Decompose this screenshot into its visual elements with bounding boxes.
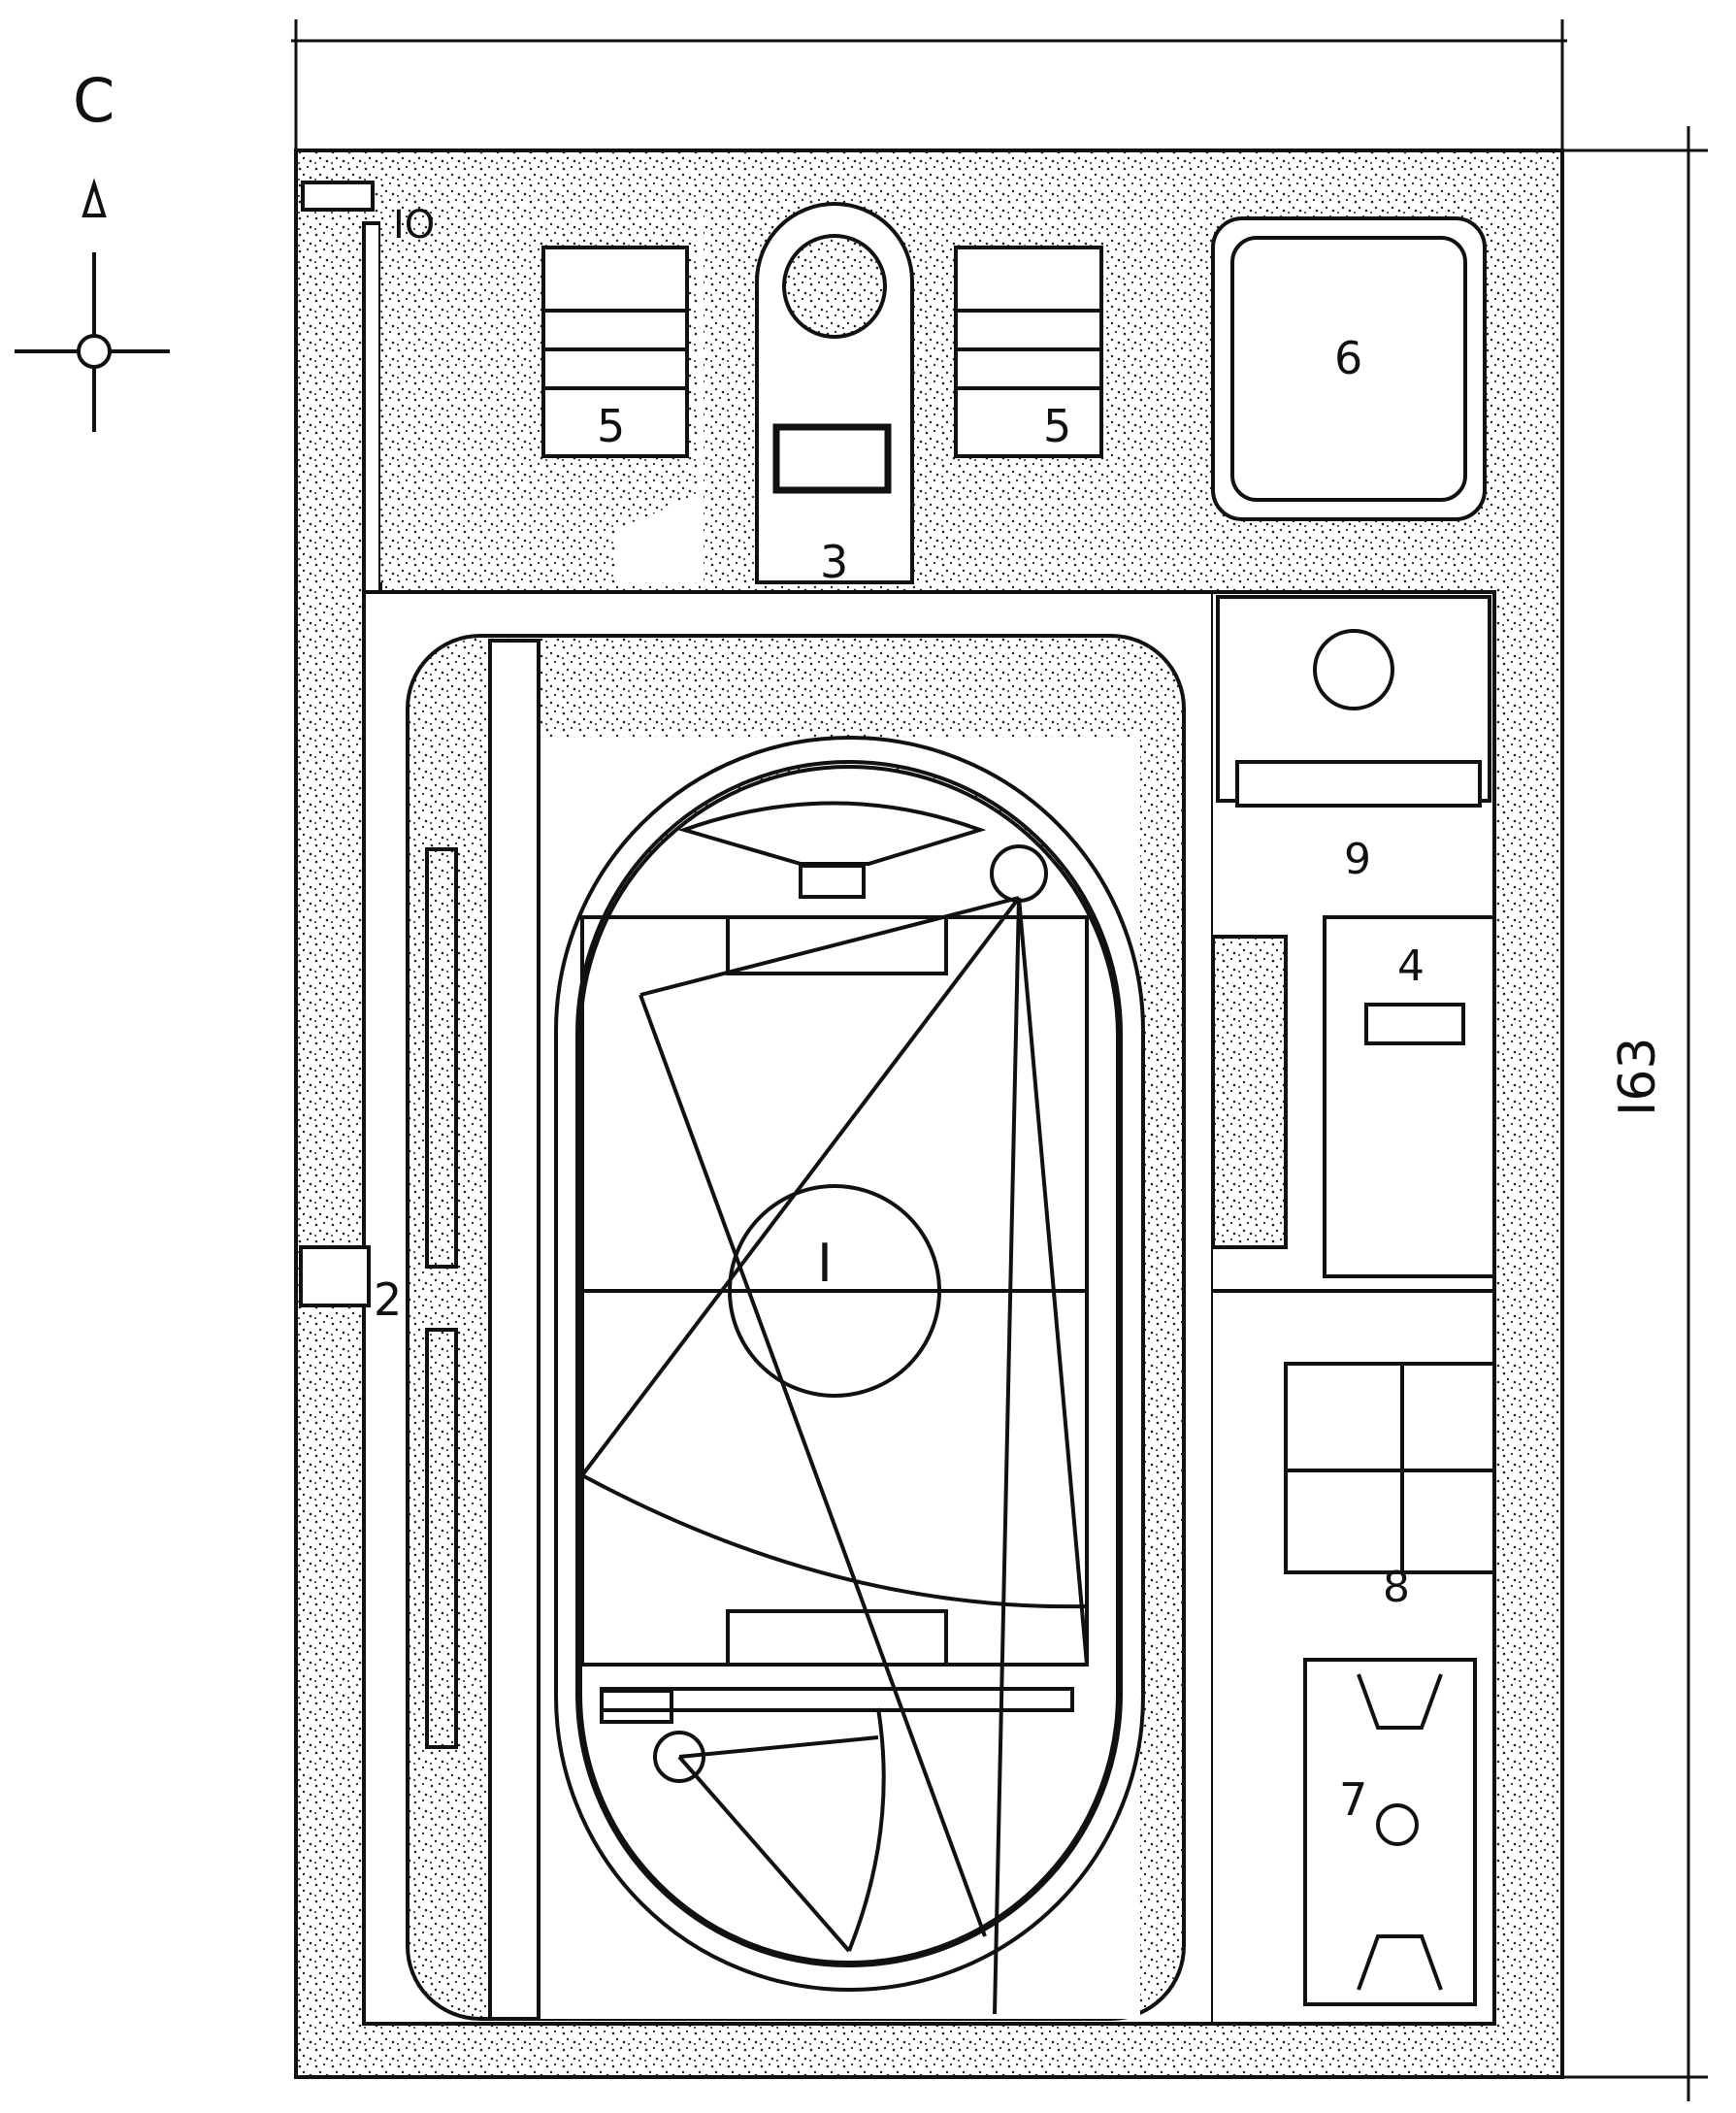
court-5-left xyxy=(541,246,689,458)
penalty-box-bottom xyxy=(726,1609,948,1667)
courts-8 xyxy=(1284,1362,1496,1574)
west-stand-south xyxy=(425,1328,458,1749)
north-label: С xyxy=(73,65,115,136)
west-stand-path xyxy=(488,639,540,2021)
label-entrance: 2 xyxy=(374,1273,402,1326)
block-4 xyxy=(1323,915,1496,1278)
building-3 xyxy=(772,423,892,494)
court-5-right xyxy=(954,246,1103,458)
label-building: 3 xyxy=(820,536,848,588)
label-court-5-right: 5 xyxy=(1043,400,1071,452)
throwing-sector-top xyxy=(677,801,987,866)
corner-structure-10 xyxy=(301,181,375,212)
dimension-label: I63 xyxy=(1609,1037,1667,1116)
label-court-5-left: 5 xyxy=(597,400,625,452)
label-corner: IO xyxy=(393,203,435,248)
label-pool: 6 xyxy=(1334,332,1362,384)
fountain xyxy=(782,234,887,339)
penalty-box-top xyxy=(726,915,948,975)
pool-6 xyxy=(1230,236,1467,502)
entrance-gap xyxy=(299,1245,371,1307)
throw-circle-bottom xyxy=(653,1731,705,1783)
label-basketball: 7 xyxy=(1339,1773,1367,1826)
label-field: I xyxy=(817,1233,833,1294)
basketball-centre xyxy=(1376,1803,1419,1846)
west-stand-north xyxy=(425,847,458,1269)
label-courts-8: 8 xyxy=(1383,1563,1410,1612)
label-gym: 9 xyxy=(1344,835,1371,884)
west-path xyxy=(362,221,382,594)
centre-circle xyxy=(728,1184,941,1398)
basketball-7 xyxy=(1303,1658,1477,2006)
label-block-4: 4 xyxy=(1397,941,1425,991)
